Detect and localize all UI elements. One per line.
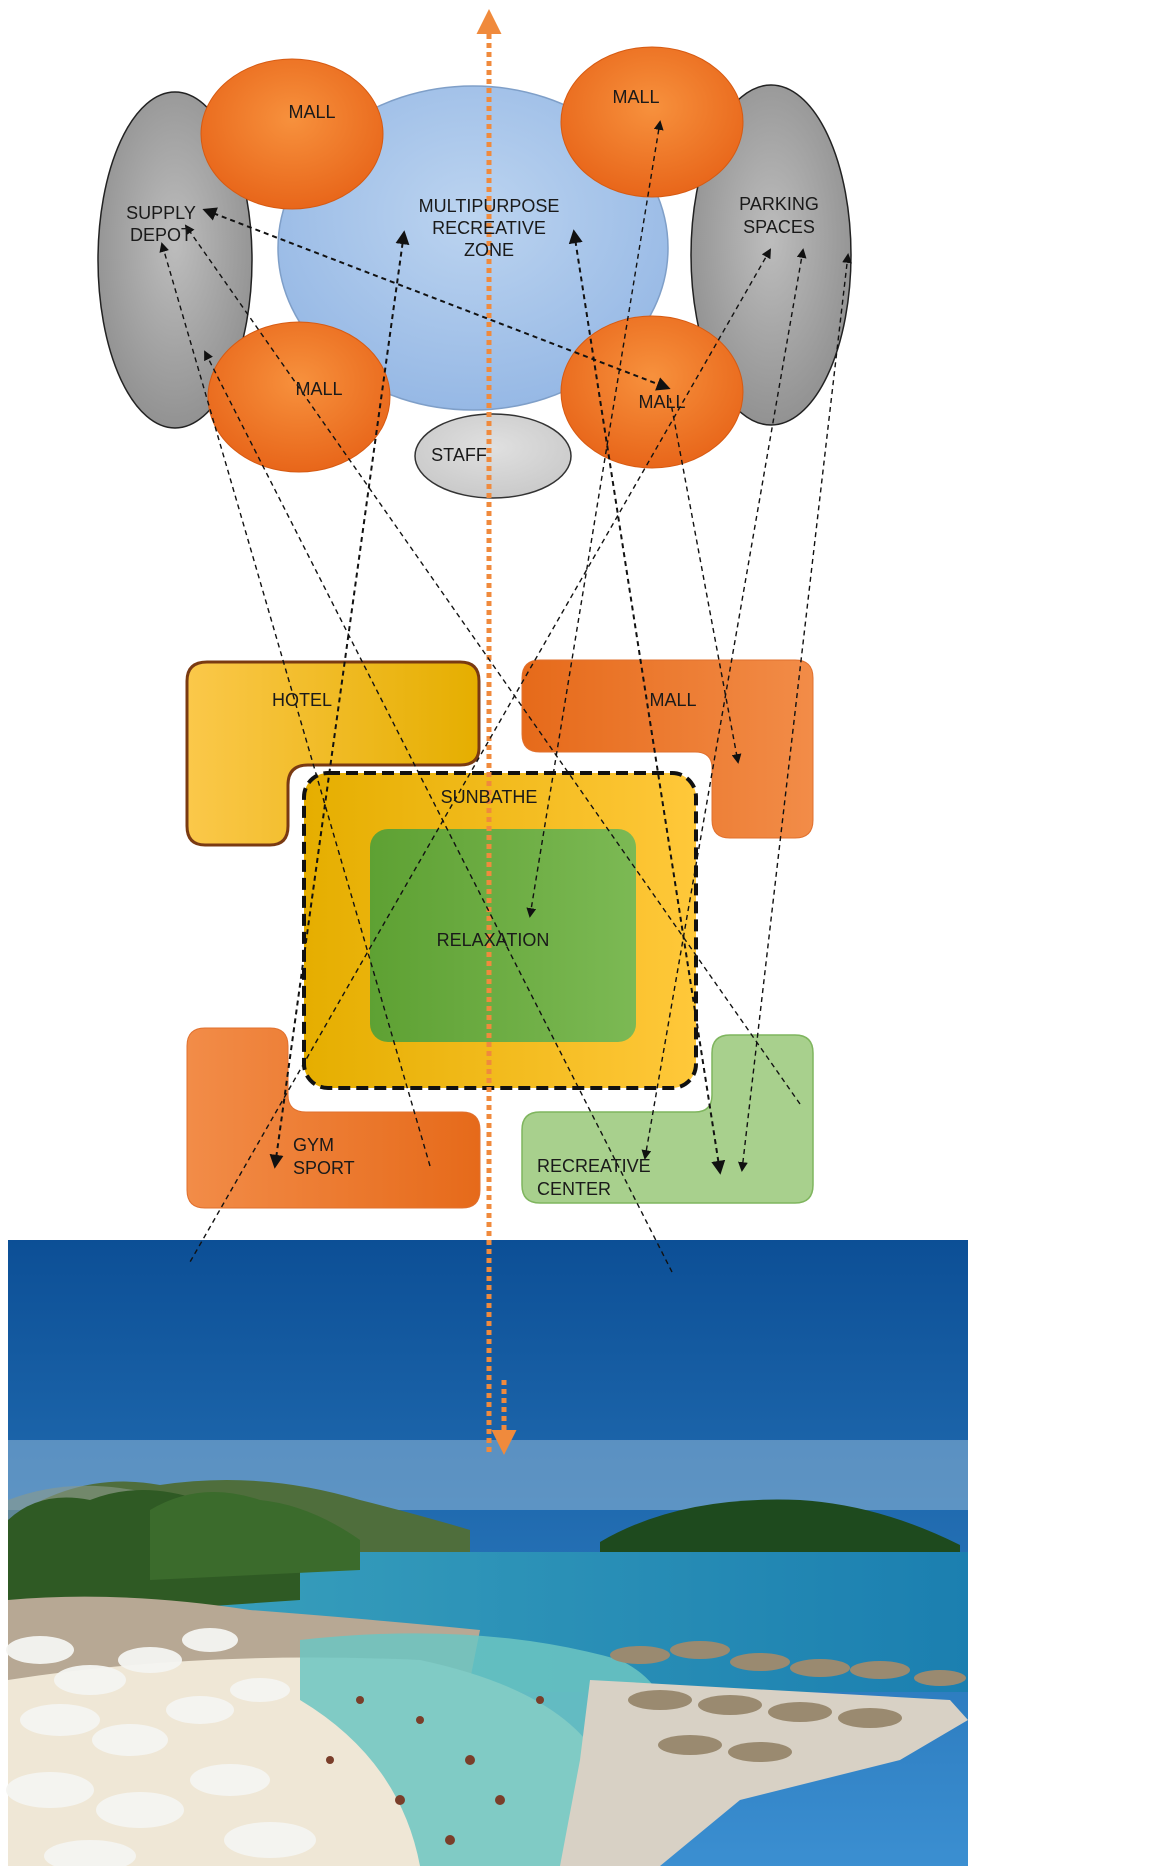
connections (159, 120, 852, 1273)
beach-photo (6, 1240, 968, 1866)
label-staff: STAFF (431, 445, 487, 465)
label-mall-bottom-left: MALL (295, 379, 342, 399)
label-center: CENTER (537, 1179, 611, 1199)
mall-top-left (200, 58, 384, 210)
label-multipurpose-3: ZONE (464, 240, 514, 260)
label-mall-top-left: MALL (288, 102, 335, 122)
label-multipurpose-2: RECREATIVE (432, 218, 546, 238)
label-parking-1: PARKING (739, 194, 819, 214)
label-multipurpose-1: MULTIPURPOSE (419, 196, 560, 216)
label-mall-top-right: MALL (612, 87, 659, 107)
label-parking-2: SPACES (743, 217, 815, 237)
top-cluster (97, 46, 852, 499)
label-sunbathe: SUNBATHE (441, 787, 538, 807)
label-supply-depot-1: SUPPLY (126, 203, 196, 223)
label-gym: GYM (293, 1135, 334, 1155)
label-supply-depot-2: DEPOT (130, 225, 192, 245)
label-mall-lower: MALL (649, 690, 696, 710)
label-mall-bottom-right: MALL (638, 392, 685, 412)
labels: MALL MALL MALL MALL SUPPLY DEPOT MULTIPU… (126, 87, 819, 1199)
label-hotel: HOTEL (272, 690, 332, 710)
label-sport: SPORT (293, 1158, 355, 1178)
label-recreative: RECREATIVE (537, 1156, 651, 1176)
label-relaxation: RELAXATION (437, 930, 550, 950)
